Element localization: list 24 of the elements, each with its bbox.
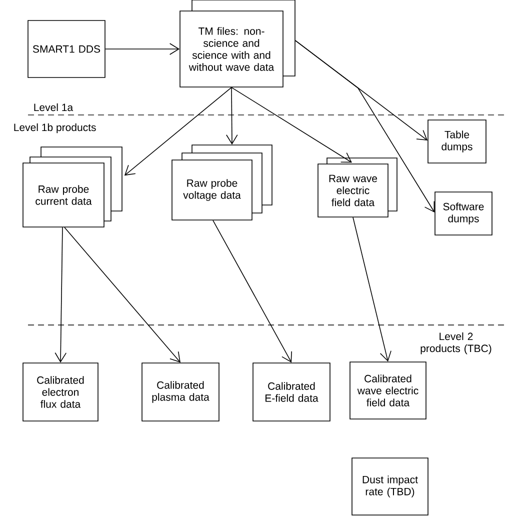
arrow	[105, 43, 180, 55]
stacked-box: Raw wave electric field data	[318, 158, 398, 218]
data-box: Calibrated plasma data	[142, 362, 220, 422]
level-label: Level 1a	[34, 103, 74, 112]
data-box: Calibrated electron flux data	[22, 362, 98, 422]
stacked-box: TM files: non-science and science with and without wave data	[180, 0, 296, 88]
arrow	[54, 227, 67, 363]
arrow	[212, 220, 292, 363]
arrow	[231, 87, 352, 163]
data-box: Table dumps	[428, 120, 486, 164]
data-box: SMART1 DDS	[28, 20, 106, 78]
data-box: Calibrated wave electric field data	[350, 362, 426, 420]
arrow	[226, 87, 238, 145]
arrow	[295, 40, 435, 212]
data-box: Software dumps	[434, 192, 492, 236]
level-label: Level 1b products	[14, 123, 96, 134]
stacked-box: Raw probe voltage data	[172, 144, 272, 220]
arrow	[352, 217, 392, 362]
level-label: Level 2 products (TBC)	[420, 332, 492, 354]
arrow	[124, 87, 232, 176]
data-box: Dust impact rate (TBD)	[352, 458, 428, 516]
data-box: Calibrated E-field data	[252, 362, 330, 422]
arrow	[64, 227, 180, 363]
stacked-box: Raw probe current data	[22, 146, 122, 228]
